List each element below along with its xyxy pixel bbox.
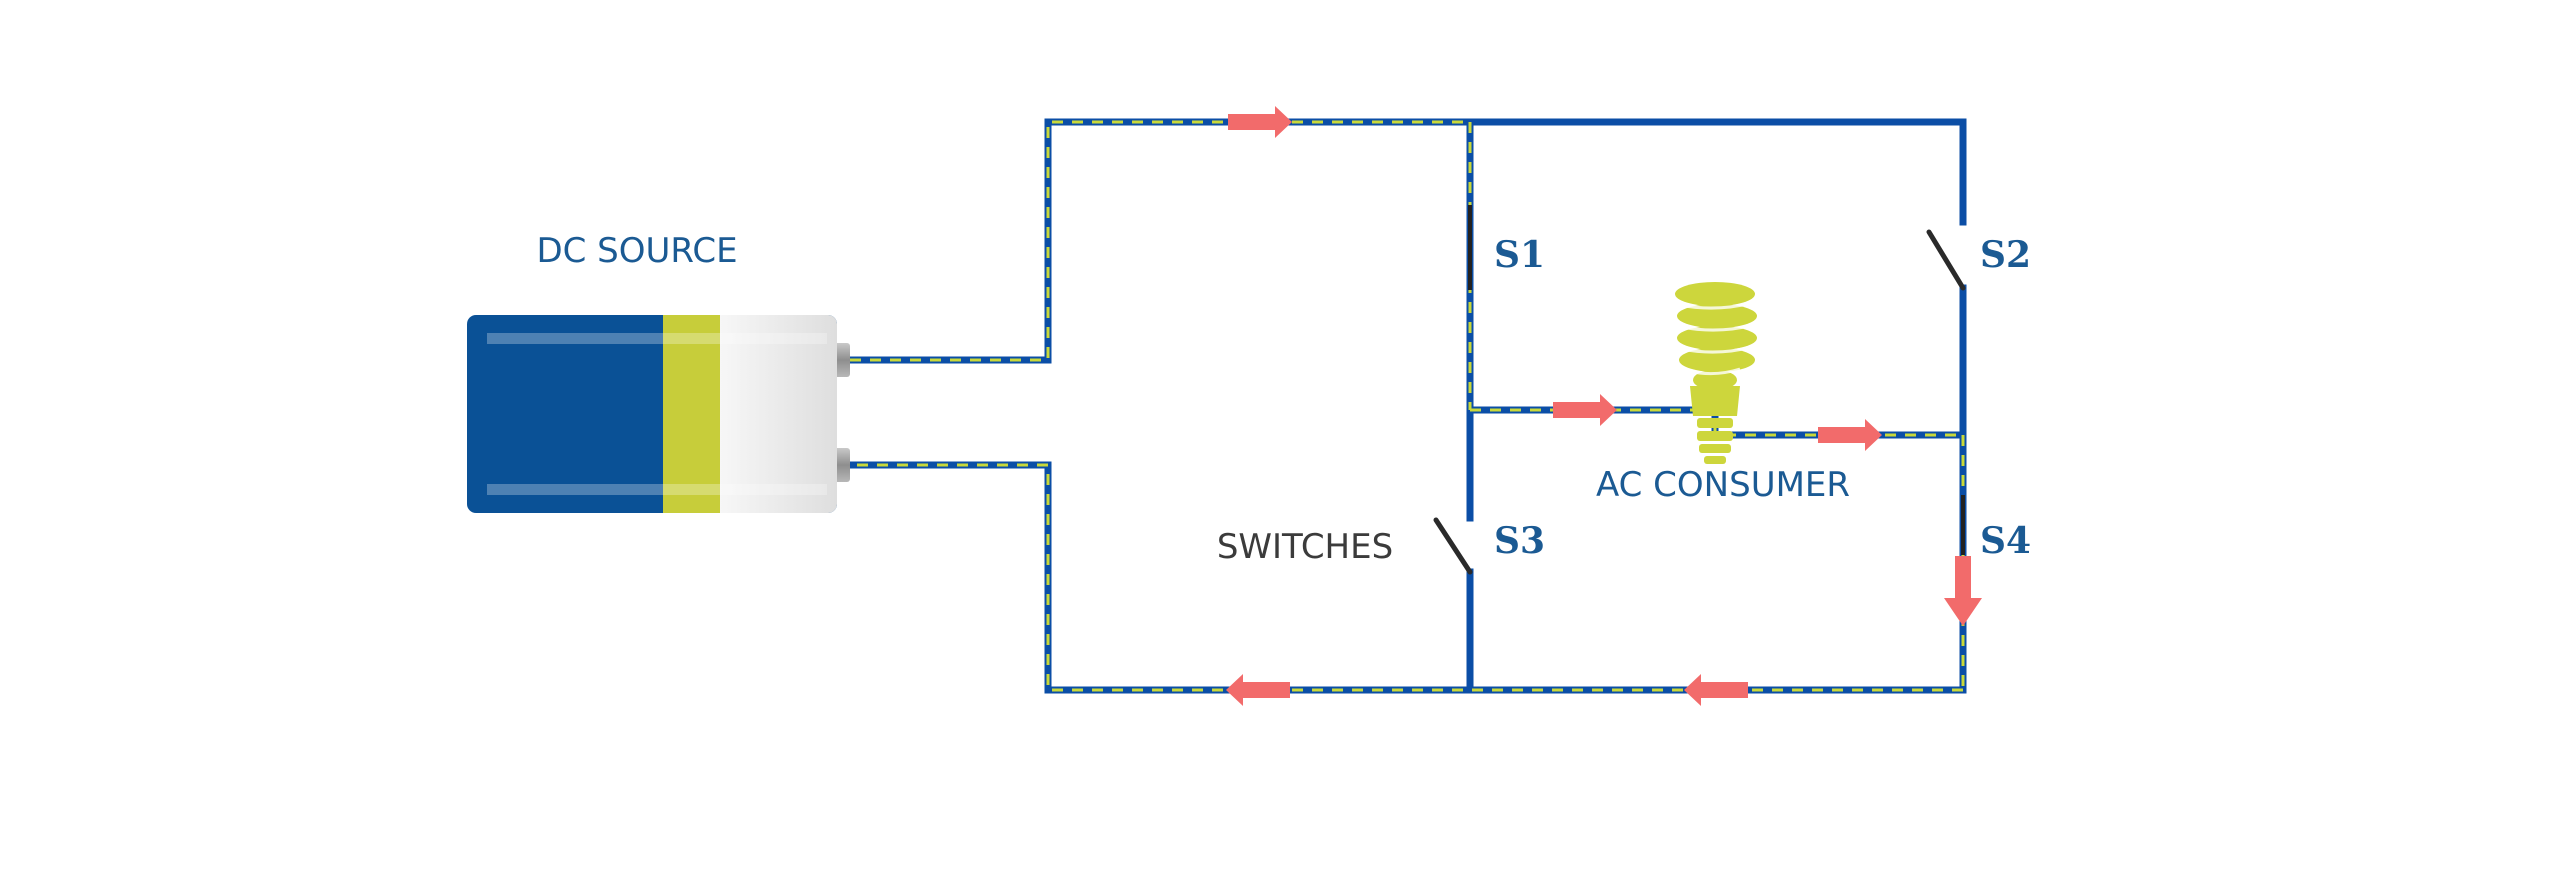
arrow-icon — [1226, 674, 1290, 706]
arrow-icon — [1684, 674, 1748, 706]
switch-s3 — [1433, 517, 1473, 575]
battery-icon — [467, 315, 850, 513]
dc-source-label: DC SOURCE — [536, 231, 737, 271]
current-bottom — [850, 463, 1963, 692]
arrow-icon — [1553, 394, 1617, 426]
s2-label: S2 — [1980, 234, 2031, 276]
wire-top-left — [846, 118, 1474, 364]
current-path — [850, 120, 1965, 692]
s4-label: S4 — [1980, 520, 2031, 562]
flow-arrows — [1226, 106, 1982, 706]
s3-label: S3 — [1494, 520, 1545, 562]
s1-label: S1 — [1494, 234, 1545, 276]
switches-label: SWITCHES — [1217, 527, 1393, 567]
switch-s2 — [1926, 229, 1966, 291]
wires — [846, 118, 1967, 694]
arrow-icon — [1228, 106, 1292, 138]
current-top — [850, 120, 1470, 362]
ac-consumer-label: AC CONSUMER — [1596, 465, 1850, 505]
arrow-icon — [1818, 419, 1882, 451]
cfl-bulb-icon — [1675, 282, 1757, 464]
arrow-icon — [1944, 556, 1982, 626]
wire-top-right — [1466, 118, 1967, 226]
